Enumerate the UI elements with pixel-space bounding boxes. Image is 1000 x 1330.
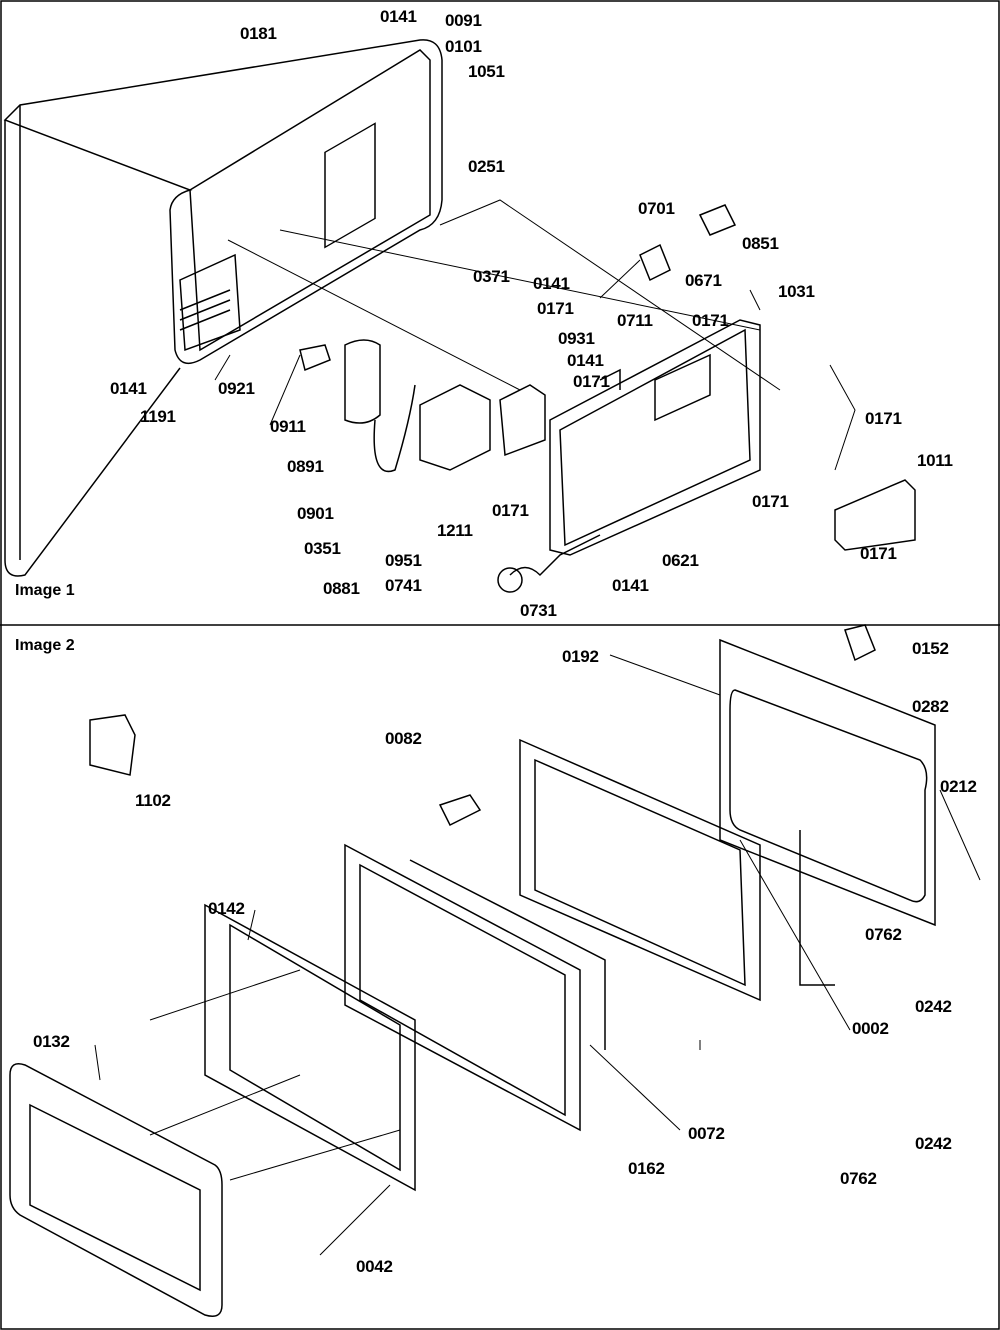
image2-caption: Image 2 (15, 637, 75, 654)
part-label: 0162 (628, 1159, 665, 1178)
part-label: 1191 (140, 407, 176, 426)
part-label: 0242 (915, 997, 952, 1016)
part-label: 0951 (385, 551, 422, 570)
part-label: 0171 (573, 372, 610, 391)
part-label: 0911 (270, 417, 306, 436)
part-label: 1211 (437, 521, 473, 540)
part-label: 1102 (135, 791, 171, 810)
part-label: 0181 (240, 24, 277, 43)
part-label: 0711 (617, 311, 653, 330)
part-label: 0671 (685, 271, 722, 290)
part-label: 1051 (468, 62, 505, 81)
part-label: 0762 (865, 925, 902, 944)
part-label: 0171 (752, 492, 789, 511)
part-label: 0101 (445, 37, 482, 56)
leader-lines (214, 199, 856, 471)
door-assembly (9, 624, 936, 1317)
image1-caption: Image 1 (15, 582, 75, 599)
leader-lines-2 (94, 654, 981, 1256)
part-label: 0901 (297, 504, 334, 523)
cabinet-assembly (3, 39, 443, 577)
part-label: 0141 (612, 576, 649, 595)
part-label: 0851 (742, 234, 779, 253)
part-label: 0891 (287, 457, 324, 476)
part-label: 0141 (380, 7, 417, 26)
part-label: 0741 (385, 576, 422, 595)
part-label: 0141 (533, 274, 570, 293)
part-label: 0931 (558, 329, 595, 348)
part-label: 0212 (940, 777, 977, 796)
part-label: 0141 (110, 379, 147, 398)
part-label: 0142 (208, 899, 245, 918)
part-label: 0072 (688, 1124, 725, 1143)
part-label: 0171 (860, 544, 897, 563)
part-label: 0042 (356, 1257, 393, 1276)
part-label: 0731 (520, 601, 557, 620)
part-label: 0192 (562, 647, 599, 666)
part-label: 0091 (445, 11, 482, 30)
part-label: 0881 (323, 579, 360, 598)
part-label: 0242 (915, 1134, 952, 1153)
control-components (299, 204, 916, 593)
part-label: 0621 (662, 551, 699, 570)
part-label: 0171 (865, 409, 902, 428)
part-label: 0152 (912, 639, 949, 658)
part-label: 0171 (692, 311, 729, 330)
part-label: 1031 (778, 282, 815, 301)
part-label: 0171 (537, 299, 574, 318)
part-label: 0282 (912, 697, 949, 716)
part-label: 0371 (473, 267, 510, 286)
part-label: 0082 (385, 729, 422, 748)
part-label: 0132 (33, 1032, 70, 1051)
part-label: 0701 (638, 199, 675, 218)
part-label: 0002 (852, 1019, 889, 1038)
part-label: 0141 (567, 351, 604, 370)
part-label: 0762 (840, 1169, 877, 1188)
part-label: 0351 (304, 539, 341, 558)
part-label: 0171 (492, 501, 529, 520)
part-label: 0921 (218, 379, 255, 398)
part-label: 1011 (917, 451, 953, 470)
part-label: 0251 (468, 157, 505, 176)
